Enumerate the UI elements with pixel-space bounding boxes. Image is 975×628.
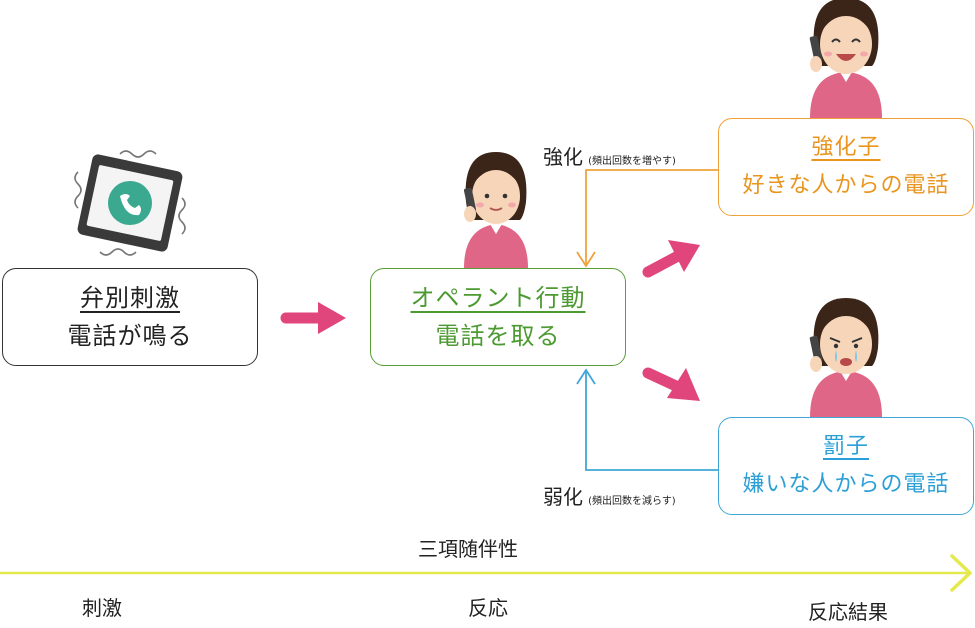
weakening-connector <box>585 372 718 471</box>
vibrating-phone-icon <box>74 150 186 256</box>
arrow-stimulus-to-behavior <box>280 302 346 334</box>
stimulus-box-subtitle: 電話が鳴る <box>67 322 193 350</box>
punisher-box-title: 罰子 <box>822 434 869 459</box>
reinforcer-box: 強化子 好きな人からの電話 <box>718 118 974 216</box>
operant-box-subtitle: 電話を取る <box>435 322 561 350</box>
weakening-label-note: (頻出回数を減らす) <box>588 496 676 507</box>
discriminative-stimulus-box: 弁別刺激 電話が鳴る <box>2 268 258 366</box>
crying-woman-on-phone-icon <box>809 298 882 417</box>
operant-box-title: オペラント行動 <box>410 284 586 312</box>
reinforcement-arrowhead <box>576 251 596 268</box>
axis-title: 三項随伴性 <box>418 537 518 561</box>
punisher-box-subtitle: 嫌いな人からの電話 <box>742 472 950 497</box>
woman-on-phone-icon <box>463 152 528 268</box>
reinforcer-box-title: 強化子 <box>811 135 881 160</box>
reinforcer-box-subtitle: 好きな人からの電話 <box>742 173 950 198</box>
stimulus-box-title: 弁別刺激 <box>80 284 180 312</box>
arrow-behavior-to-reinforcer <box>642 240 700 278</box>
operant-behavior-box: オペラント行動 電話を取る <box>370 268 626 366</box>
axis-label-stimulus: 刺激 <box>82 596 122 620</box>
axis-label-response: 反応 <box>468 596 508 620</box>
axis-label-result: 反応結果 <box>808 600 888 624</box>
reinforcement-label-main: 強化 <box>543 145 583 169</box>
weakening-arrowhead <box>576 368 596 385</box>
weakening-label: 弱化 (頻出回数を減らす) <box>543 481 676 510</box>
arrow-behavior-to-punisher <box>642 367 700 401</box>
reinforcement-label-note: (頻出回数を増やす) <box>588 156 676 167</box>
weakening-label-main: 弱化 <box>543 485 583 509</box>
reinforcement-connector <box>585 169 718 264</box>
three-term-contingency-axis <box>0 554 972 592</box>
reinforcement-label: 強化 (頻出回数を増やす) <box>543 141 676 170</box>
smiling-woman-on-phone-icon <box>809 0 882 118</box>
punisher-box: 罰子 嫌いな人からの電話 <box>718 417 974 515</box>
